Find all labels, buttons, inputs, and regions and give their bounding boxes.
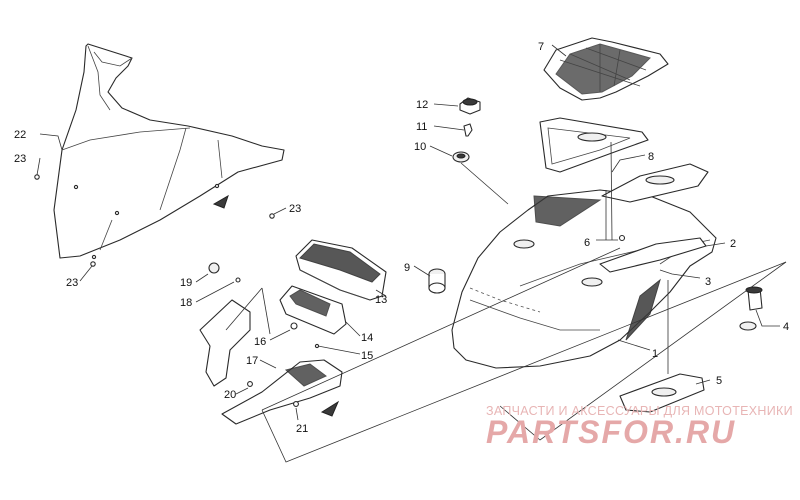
mesh-grille-part: [543, 37, 669, 101]
callout-23-a: 23: [14, 153, 26, 165]
callout-1: 1: [652, 348, 658, 360]
screw-icon: [34, 174, 275, 267]
callout-21: 21: [296, 423, 308, 435]
callout-4: 4: [783, 321, 789, 333]
gauge-bracket-part: [279, 285, 347, 335]
screw-icon: [247, 381, 253, 387]
screw-icon: [293, 401, 299, 407]
leader-lines: [36, 44, 780, 421]
callout-22: 22: [14, 129, 26, 141]
gauge-cluster-part: [295, 239, 387, 301]
screw-part: [463, 123, 473, 137]
cap-part: [459, 97, 481, 115]
windshield-part: [53, 43, 285, 260]
callout-15: 15: [361, 350, 373, 362]
callout-12: 12: [416, 99, 428, 111]
callout-3: 3: [705, 276, 711, 288]
direction-arrow-icon: [212, 194, 229, 209]
vent-panel-upper: [539, 117, 649, 173]
callout-23-c: 23: [66, 277, 78, 289]
callout-labels: 1 2 3 4 5 6 7 8 9 10 11 12 13 14 15 16 1…: [14, 41, 789, 435]
upper-bracket-part: [199, 299, 251, 387]
lower-bracket-part: [221, 359, 343, 425]
callout-16: 16: [254, 336, 266, 348]
callout-10: 10: [414, 141, 426, 153]
callout-20: 20: [224, 389, 236, 401]
callout-18: 18: [180, 297, 192, 309]
screw-icon: [290, 322, 298, 330]
callout-11: 11: [416, 121, 427, 133]
callout-7: 7: [538, 41, 544, 53]
callout-9: 9: [404, 262, 410, 274]
nut-icon: [208, 262, 220, 274]
screw-icon: [618, 234, 626, 242]
tray-part: [619, 373, 705, 413]
callout-6: 6: [584, 237, 590, 249]
vent-panel-lower: [601, 163, 709, 203]
callout-8: 8: [648, 151, 654, 163]
washer-icon: [235, 277, 241, 283]
callout-13: 13: [375, 294, 387, 306]
callout-17: 17: [246, 355, 258, 367]
callout-19: 19: [180, 277, 192, 289]
callout-2: 2: [730, 238, 736, 250]
callout-14: 14: [361, 332, 373, 344]
knob-part: [428, 268, 446, 294]
callout-5: 5: [716, 375, 722, 387]
direction-arrow-icon: [320, 400, 340, 417]
fuel-cap-part: [739, 286, 763, 331]
grommet-part: [452, 151, 470, 163]
watermark-tagline: ЗАПЧАСТИ И АКСЕССУАРЫ ДЛЯ МОТОТЕХНИКИ: [486, 404, 793, 418]
watermark-brand: PARTSFOR.RU: [486, 414, 737, 450]
callout-23-b: 23: [289, 203, 301, 215]
hood-part: [451, 189, 717, 369]
